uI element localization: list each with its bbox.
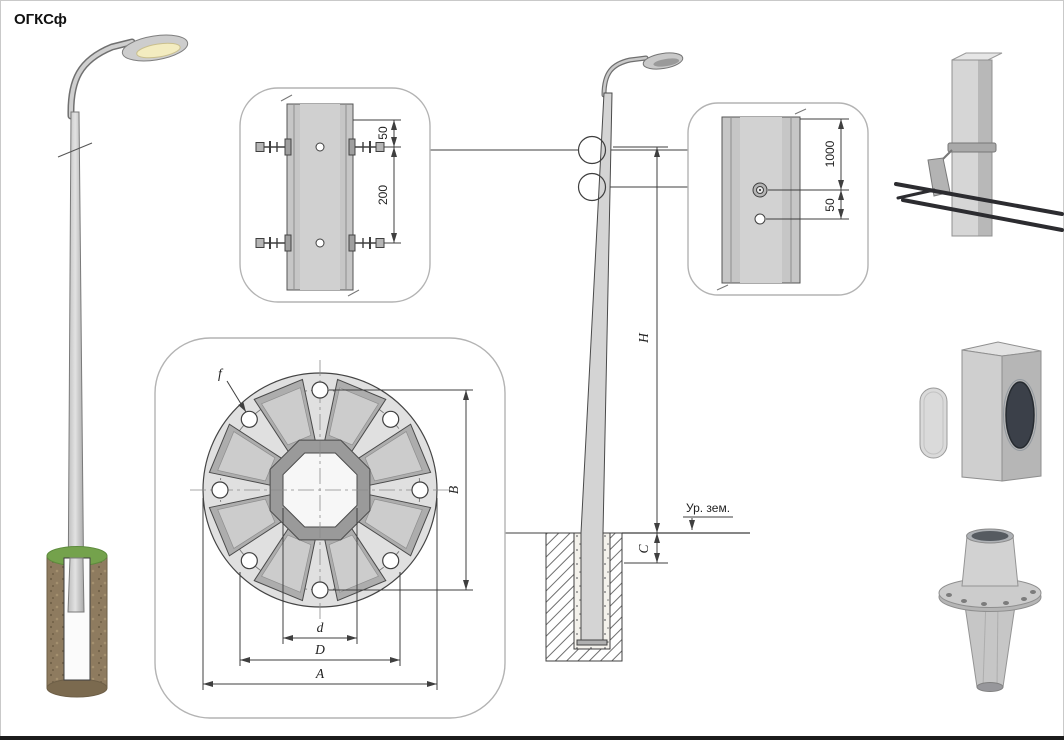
render-foundation-3d xyxy=(46,546,108,698)
handhole-opening xyxy=(1005,381,1035,449)
dim-inner: d xyxy=(282,508,358,644)
dim-upper-label: 1000 xyxy=(823,140,837,167)
pole-base-plate xyxy=(576,639,608,646)
dim-edge-label: 50 xyxy=(376,126,390,140)
clamp-dimensions: 50 200 xyxy=(353,119,401,244)
dim-hole-label: f xyxy=(218,366,224,381)
render-cable-clamp-3d xyxy=(894,52,1064,237)
handhole-cover xyxy=(919,387,948,459)
dim-across: B xyxy=(329,389,473,591)
dim-outer: A xyxy=(202,498,438,690)
dim-outer-label: A xyxy=(315,666,325,681)
callout-flange-view: f B d D A xyxy=(154,337,506,719)
page-title: ОГКСф xyxy=(14,11,67,28)
detail-marker-upper xyxy=(577,135,607,165)
clamp-row-upper xyxy=(255,138,385,156)
dim-pitch-label: D xyxy=(314,642,325,657)
dim-spacing-label: 200 xyxy=(376,185,390,205)
dim-hole-callout: f xyxy=(218,366,247,413)
callout-clamp-detail: 50 200 xyxy=(239,87,431,303)
dim-embed-label: C xyxy=(636,544,651,554)
detail-marker-lower xyxy=(577,172,607,202)
dim-embed: C xyxy=(624,533,668,564)
dim-inner-label: d xyxy=(317,620,324,635)
lamp-head-3d xyxy=(121,34,189,62)
cable-lower xyxy=(901,198,1064,232)
center-lines xyxy=(190,360,450,620)
render-base-shell-3d xyxy=(938,528,1042,692)
callout-hole-detail: 1000 50 xyxy=(687,102,869,296)
leader-lines xyxy=(430,149,688,534)
bolt-and-hole xyxy=(752,182,768,225)
dim-lower-label: 50 xyxy=(823,198,837,212)
elevation-lamp xyxy=(642,52,684,70)
render-pole-3d xyxy=(46,34,189,698)
clamp-row-lower xyxy=(255,234,385,252)
dim-across-label: B xyxy=(446,486,461,494)
ground-level-label: Ур. зем. xyxy=(686,501,730,515)
dim-pitch: D xyxy=(239,572,401,666)
base-flange-holes xyxy=(946,590,1036,606)
base-tube-opening xyxy=(971,531,1009,541)
dim-height: H xyxy=(613,146,668,533)
cable-upper xyxy=(894,182,1064,216)
ground-level-symbol: Ур. зем. xyxy=(683,501,733,530)
render-handhole-3d xyxy=(919,341,1042,482)
hole-dimensions: 1000 50 xyxy=(766,118,849,220)
dim-height-label: H xyxy=(636,332,651,344)
bolt-holes xyxy=(211,381,429,599)
elevation-drawing: Ур. зем. H C xyxy=(545,52,750,662)
pole-break-mark xyxy=(57,142,93,158)
pole-band xyxy=(947,142,997,153)
window-bottom-edge xyxy=(0,736,1064,740)
